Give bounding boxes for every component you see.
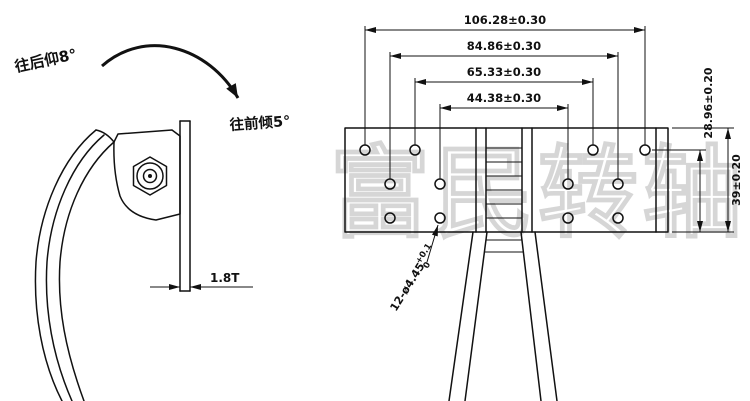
leg-left-inner	[464, 231, 488, 401]
hole	[612, 212, 624, 224]
hole-callout-tol-lower: 0	[422, 260, 434, 270]
tilt-back-label: 往后仰8°	[13, 45, 78, 76]
front-view: 106.28±0.30 84.86±0.30 65.33±0.30 44.38±…	[344, 13, 743, 401]
tilt-back-arrow	[101, 44, 240, 99]
arm-inner-profile	[58, 141, 115, 401]
dim-width-inner-label: 44.38±0.30	[467, 91, 541, 105]
hole	[562, 212, 574, 224]
dim-width-3-label: 65.33±0.30	[467, 65, 541, 79]
thickness-dim-label: 1.8T	[210, 271, 240, 285]
tilt-forward-label: 往前倾5°	[229, 112, 291, 134]
nut-inner-circle	[142, 168, 158, 184]
leg-right-inner	[520, 231, 542, 401]
arm-outer-profile	[34, 129, 97, 401]
hole	[434, 212, 446, 224]
dim-width-2-label: 84.86±0.30	[467, 39, 541, 53]
leg-right-outer	[534, 231, 558, 401]
hole-callout: 12-ø4.45 +0.1 0	[388, 242, 435, 314]
dim-height-full-label: 39±0.20	[730, 154, 743, 206]
nut-outer-circle	[136, 162, 164, 190]
hole-callout-leader	[426, 224, 439, 263]
nut-center-dot	[148, 174, 152, 178]
plate-outline	[344, 127, 669, 233]
leg-left-outer	[448, 231, 474, 401]
hole	[384, 212, 396, 224]
dim-width-outer-label: 106.28±0.30	[464, 13, 546, 27]
arm-top-cap	[95, 129, 115, 143]
side-view: 往后仰8° 往前倾5° 1.8T	[13, 44, 291, 401]
hole-callout-label: 12-ø4.45	[388, 260, 428, 313]
dim-height-upper-label: 28.96±0.20	[702, 67, 715, 138]
hex-nut	[132, 156, 168, 196]
arm-groove-line	[45, 134, 105, 401]
watermark-text: 富民转轴	[330, 135, 746, 252]
hinge-bracket	[113, 129, 181, 221]
